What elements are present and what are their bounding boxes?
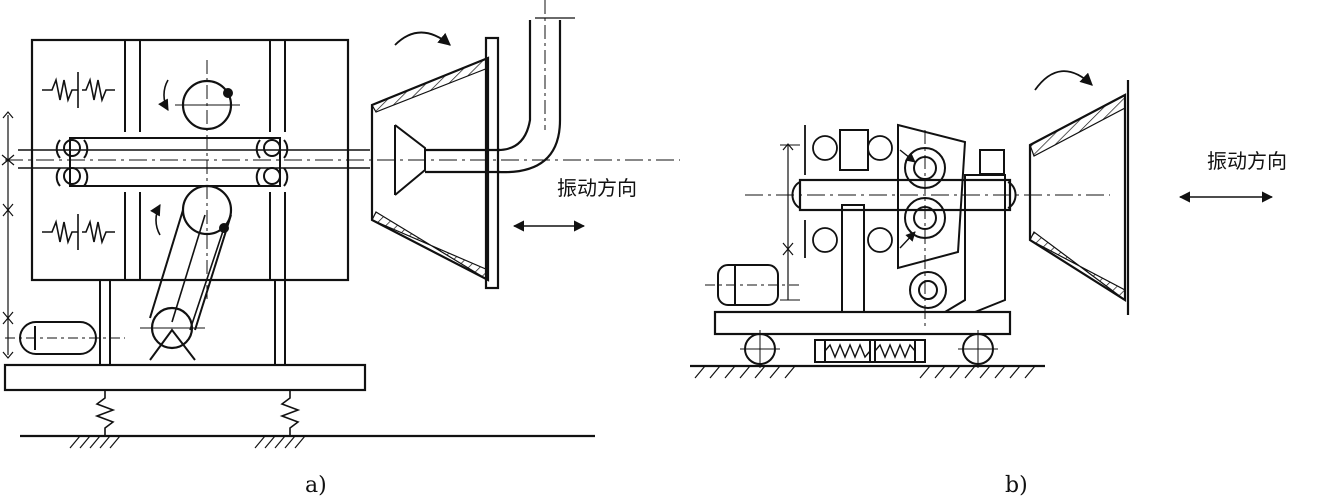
bearing-icon <box>55 139 289 187</box>
caption-b: b) <box>1005 473 1028 498</box>
rotation-arrow-icon <box>1034 70 1093 91</box>
beam-a <box>69 137 281 187</box>
funnel-a <box>370 56 490 282</box>
flange-plate-a <box>484 36 500 290</box>
figure-b <box>690 70 1274 379</box>
direction-label-b: 振动方向 <box>1207 149 1287 173</box>
base-plate-a <box>3 363 367 392</box>
rotation-arrow-icon <box>394 31 451 46</box>
caption-a: a) <box>305 473 327 498</box>
spring-icon <box>42 72 115 250</box>
funnel-b <box>1028 93 1127 302</box>
pipe-a <box>425 0 575 174</box>
platform-b <box>713 310 1012 336</box>
figure-a <box>1 0 680 449</box>
direction-label-a: 振动方向 <box>557 176 637 200</box>
